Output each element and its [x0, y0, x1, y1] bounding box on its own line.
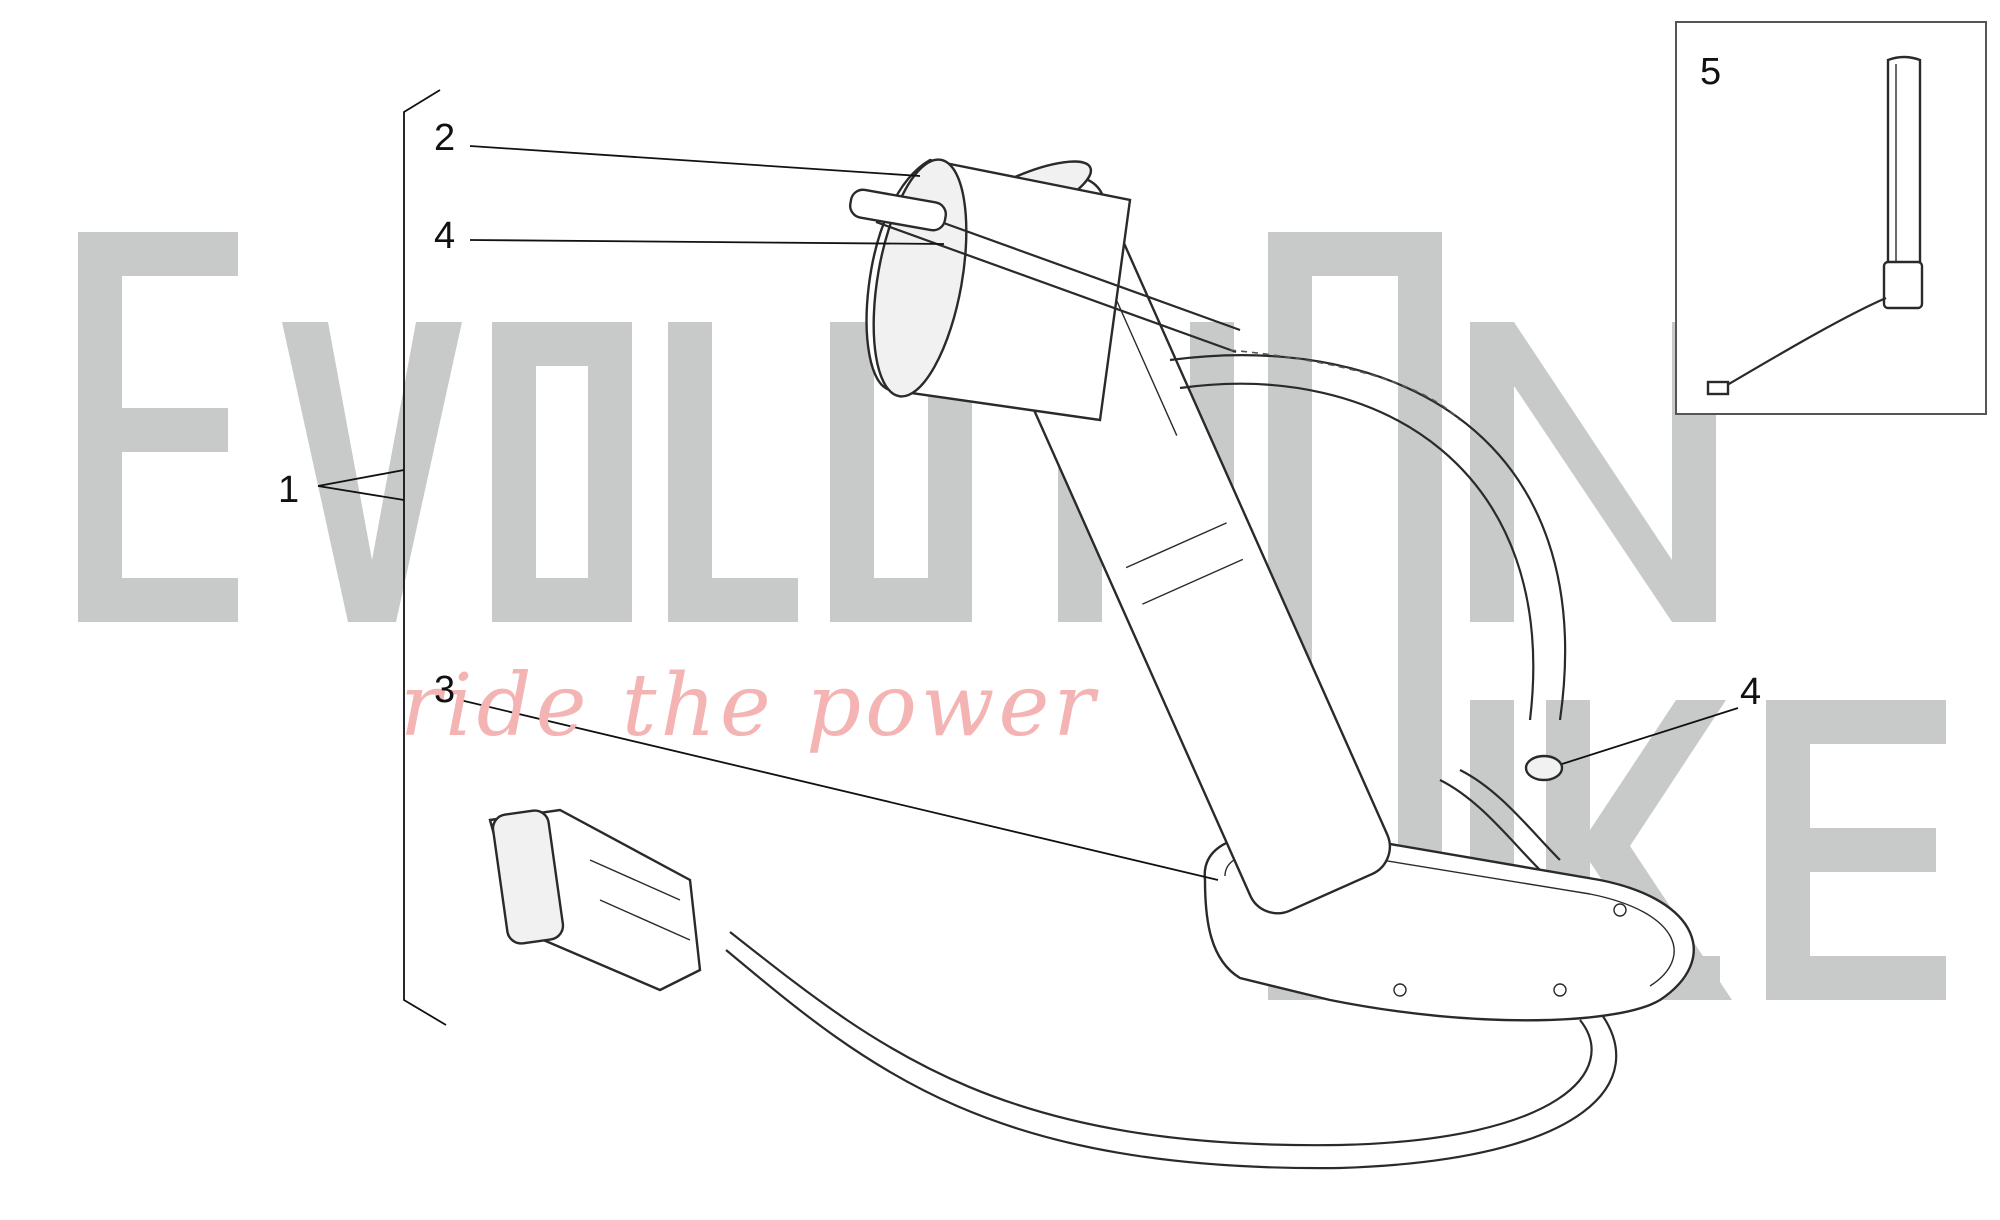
callout-labels: 1 2 3 4 4 5 — [278, 51, 1761, 713]
inset-item-5 — [1675, 21, 1987, 415]
connector-plug — [488, 808, 702, 992]
callout-4-upper: 4 — [434, 215, 455, 257]
fuel-filter — [848, 158, 1241, 422]
callout-4-lower: 4 — [1740, 671, 1761, 713]
fuel-pump-assembly — [488, 158, 1695, 1170]
assembly-bracket — [317, 89, 447, 1026]
callout-3: 3 — [434, 669, 455, 711]
callout-1: 1 — [278, 469, 299, 511]
watermark-tagline: ride the power — [400, 656, 1099, 756]
callout-leaders — [459, 145, 1739, 881]
callout-2: 2 — [434, 117, 455, 159]
callout-5: 5 — [1700, 51, 1721, 93]
